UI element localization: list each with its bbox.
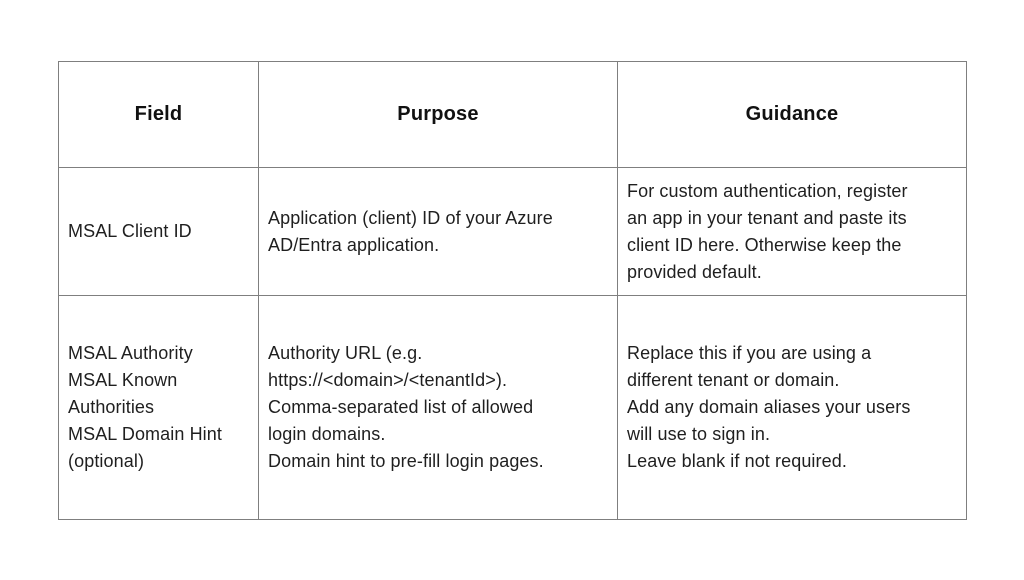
column-header-purpose: Purpose xyxy=(258,61,618,168)
guidance-cell: Replace this if you are using a differen… xyxy=(617,295,967,520)
purpose-cell: Authority URL (e.g. https://<domain>/<te… xyxy=(258,295,618,520)
purpose-cell: Application (client) ID of your Azure AD… xyxy=(258,167,618,296)
table-row: MSAL Client ID Application (client) ID o… xyxy=(58,167,967,296)
field-purpose-guidance-table: Field Purpose Guidance MSAL Client ID Ap… xyxy=(58,61,967,520)
column-header-field: Field xyxy=(58,61,259,168)
table-row: MSAL Authority MSAL Known Authorities MS… xyxy=(58,295,967,520)
column-header-guidance: Guidance xyxy=(617,61,967,168)
field-cell: MSAL Authority MSAL Known Authorities MS… xyxy=(58,295,259,520)
field-cell: MSAL Client ID xyxy=(58,167,259,296)
guidance-cell: For custom authentication, register an a… xyxy=(617,167,967,296)
table-header-row: Field Purpose Guidance xyxy=(58,61,967,168)
